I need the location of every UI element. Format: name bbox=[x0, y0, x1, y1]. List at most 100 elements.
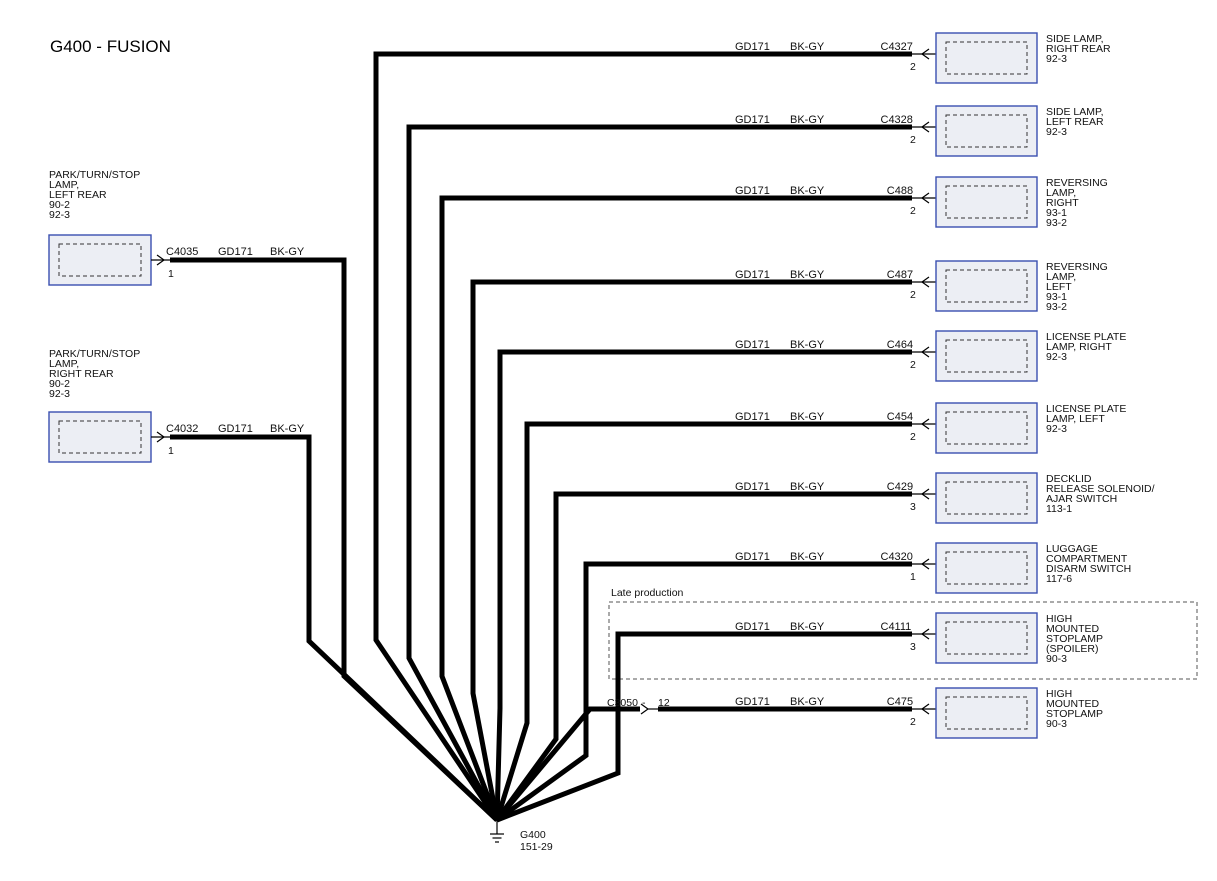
connector-label: C464 bbox=[887, 339, 913, 351]
component-desc: 90-2 bbox=[49, 378, 70, 390]
wire-color-label: BK-GY bbox=[790, 339, 825, 351]
component-desc: HIGH bbox=[1046, 688, 1072, 700]
circuit-label: GD171 bbox=[735, 185, 770, 197]
component-C4320 bbox=[935, 542, 1038, 594]
component-C4111-body bbox=[935, 612, 1038, 664]
wire-color-label: BK-GY bbox=[790, 481, 825, 493]
component-desc: STOPLAMP bbox=[1046, 708, 1103, 720]
component-desc: AJAR SWITCH bbox=[1046, 493, 1117, 505]
wire-C487 bbox=[470, 279, 912, 821]
component-C429-outline bbox=[945, 481, 1028, 515]
connector-label: C4328 bbox=[881, 114, 913, 126]
connector-arrow-icon bbox=[920, 192, 930, 204]
component-C4328-body bbox=[935, 105, 1038, 157]
connector-label: C4032 bbox=[166, 423, 198, 435]
diagram-title: G400 - FUSION bbox=[50, 37, 171, 56]
component-desc: RELEASE SOLENOID/ bbox=[1046, 483, 1155, 495]
component-C4035-outline bbox=[58, 243, 142, 277]
wire-color-label: BK-GY bbox=[270, 246, 305, 258]
wire-C454 bbox=[494, 421, 912, 821]
circuit-label: GD171 bbox=[218, 246, 253, 258]
component-desc: LEFT REAR bbox=[49, 189, 107, 201]
wire-C4328 bbox=[406, 124, 912, 822]
pin-label: 1 bbox=[168, 268, 174, 280]
connector-arrow-icon bbox=[920, 276, 930, 288]
component-desc: RIGHT REAR bbox=[49, 368, 114, 380]
component-desc: MOUNTED bbox=[1046, 623, 1099, 635]
component-C4032-body bbox=[48, 411, 152, 463]
component-C4320-outline bbox=[945, 551, 1028, 585]
connector-arrow-icon bbox=[920, 488, 930, 500]
component-desc: LAMP, bbox=[1046, 271, 1076, 283]
connector-label: C4320 bbox=[881, 551, 913, 563]
component-C454-outline bbox=[945, 411, 1028, 445]
late-production-label: Late production bbox=[611, 587, 684, 599]
wire-C4035 bbox=[170, 257, 499, 822]
component-desc: 92-3 bbox=[49, 209, 70, 221]
component-desc: LEFT bbox=[1046, 281, 1072, 293]
component-desc: REVERSING bbox=[1046, 261, 1108, 273]
component-desc: (SPOILER) bbox=[1046, 643, 1099, 655]
component-desc: DISARM SWITCH bbox=[1046, 563, 1131, 575]
circuit-label: GD171 bbox=[735, 114, 770, 126]
component-desc: RIGHT REAR bbox=[1046, 43, 1111, 55]
wire-C4320 bbox=[495, 561, 912, 823]
connector-label: C4111 bbox=[881, 621, 912, 633]
circuit-label: GD171 bbox=[735, 269, 770, 281]
pin-label: 2 bbox=[910, 134, 916, 146]
wire-C488 bbox=[439, 195, 912, 821]
component-C4328 bbox=[935, 105, 1038, 157]
component-desc: PARK/TURN/STOP bbox=[49, 169, 140, 181]
component-desc: LAMP, RIGHT bbox=[1046, 341, 1112, 353]
component-C475 bbox=[935, 687, 1038, 739]
component-C429-body bbox=[935, 472, 1038, 524]
pin-label: 1 bbox=[910, 571, 916, 583]
pin-label: 2 bbox=[910, 359, 916, 371]
ground-symbol-icon bbox=[490, 818, 504, 843]
connector-label: C488 bbox=[887, 185, 913, 197]
component-desc: LUGGAGE bbox=[1046, 543, 1098, 555]
component-desc: RIGHT bbox=[1046, 197, 1079, 209]
component-C487 bbox=[935, 260, 1038, 312]
component-C4032 bbox=[48, 411, 152, 463]
component-desc: 92-3 bbox=[49, 388, 70, 400]
component-desc: 90-2 bbox=[49, 199, 70, 211]
component-C488-body bbox=[935, 176, 1038, 228]
circuit-label: GD171 bbox=[735, 481, 770, 493]
component-C464-body bbox=[935, 330, 1038, 382]
component-C4111 bbox=[935, 612, 1038, 664]
ground-ref: 151-29 bbox=[520, 841, 553, 853]
component-desc: LEFT REAR bbox=[1046, 116, 1104, 128]
wire-C4327 bbox=[373, 51, 912, 822]
component-C4111-outline bbox=[945, 621, 1028, 655]
pin-label: 2 bbox=[910, 716, 916, 728]
component-C4035 bbox=[48, 234, 152, 286]
pin-label: 2 bbox=[910, 205, 916, 217]
component-desc: PARK/TURN/STOP bbox=[49, 348, 140, 360]
connector-arrow-icon bbox=[156, 254, 166, 266]
component-desc: STOPLAMP bbox=[1046, 633, 1103, 645]
inline-connector-pin: 12 bbox=[658, 697, 670, 709]
connector-arrow-icon bbox=[920, 558, 930, 570]
pin-label: 3 bbox=[910, 501, 916, 513]
component-C487-body bbox=[935, 260, 1038, 312]
wire-color-label: BK-GY bbox=[270, 423, 305, 435]
wire-color-label: BK-GY bbox=[790, 114, 825, 126]
wire-color-label: BK-GY bbox=[790, 41, 825, 53]
component-desc: 92-3 bbox=[1046, 351, 1067, 363]
wire-color-label: BK-GY bbox=[790, 696, 825, 708]
component-desc: LAMP, bbox=[1046, 187, 1076, 199]
component-desc: HIGH bbox=[1046, 613, 1072, 625]
wire-C464 bbox=[494, 349, 912, 821]
pin-label: 2 bbox=[910, 431, 916, 443]
component-C4327 bbox=[935, 32, 1038, 84]
late-production-region bbox=[608, 601, 1198, 680]
component-desc: 92-3 bbox=[1046, 423, 1067, 435]
component-desc: SIDE LAMP, bbox=[1046, 106, 1104, 118]
component-C488 bbox=[935, 176, 1038, 228]
component-C429 bbox=[935, 472, 1038, 524]
component-desc: COMPARTMENT bbox=[1046, 553, 1128, 565]
connector-label: C429 bbox=[887, 481, 913, 493]
